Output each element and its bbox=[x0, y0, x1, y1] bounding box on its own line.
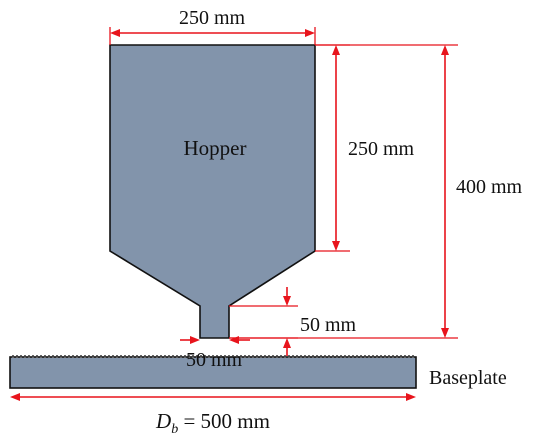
nozzle-height-dimension bbox=[229, 287, 298, 356]
top-width-label: 250 mm bbox=[179, 7, 246, 29]
baseplate-diameter-subscript: b bbox=[171, 422, 178, 437]
baseplate-surface-texture bbox=[11, 355, 415, 358]
hopper-height-dimension bbox=[315, 44, 350, 252]
baseplate-diameter-symbol: D bbox=[155, 409, 171, 433]
baseplate-diameter-value: = 500 mm bbox=[178, 409, 270, 433]
nozzle-width-label: 50 mm bbox=[186, 349, 243, 371]
hopper-height-label: 250 mm bbox=[348, 138, 415, 160]
total-height-label: 400 mm bbox=[456, 176, 523, 198]
baseplate-diameter-label: Db = 500 mm bbox=[155, 409, 270, 437]
nozzle-width-dimension bbox=[180, 336, 250, 344]
baseplate-label: Baseplate bbox=[429, 367, 507, 389]
hopper-label: Hopper bbox=[184, 136, 247, 160]
hopper-body bbox=[109, 44, 316, 339]
top-width-dimension bbox=[109, 27, 316, 45]
nozzle-height-label: 50 mm bbox=[300, 314, 357, 336]
baseplate-diameter-dimension bbox=[10, 393, 416, 401]
baseplate-rect bbox=[9, 356, 417, 389]
